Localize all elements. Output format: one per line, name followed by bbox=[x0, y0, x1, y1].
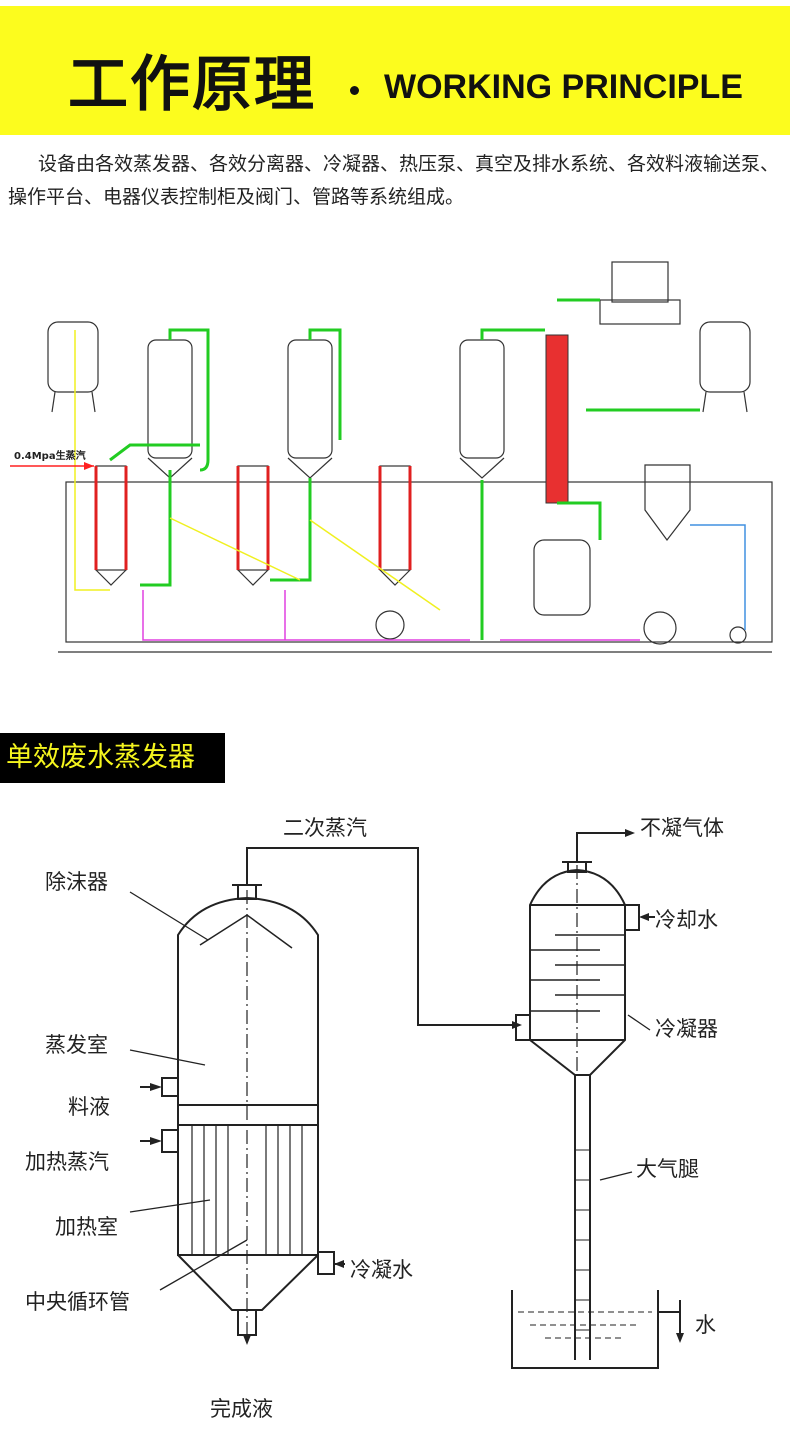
arrow-icon bbox=[150, 1083, 162, 1091]
arrow-icon bbox=[334, 1260, 344, 1268]
arrow-icon bbox=[625, 829, 635, 837]
arrow-icon bbox=[676, 1333, 684, 1343]
label-feed: 料液 bbox=[68, 1095, 110, 1119]
surface-condenser bbox=[545, 334, 569, 504]
condensate-receiver bbox=[533, 539, 591, 616]
title-separator-dot bbox=[350, 86, 359, 95]
crystallizer bbox=[644, 464, 691, 542]
separators bbox=[147, 339, 505, 479]
evaporators bbox=[95, 465, 411, 586]
bottom-cone bbox=[177, 1254, 319, 1311]
steam-inlet-label: 0.4Mpa生蒸汽 bbox=[14, 449, 86, 462]
header-banner: 工作原理 WORKING PRINCIPLE bbox=[0, 6, 790, 135]
label-water: 水 bbox=[695, 1313, 716, 1337]
single-effect-evaporator-diagram bbox=[129, 829, 684, 1369]
feed-tank bbox=[47, 321, 99, 393]
label-secondary-steam: 二次蒸汽 bbox=[283, 816, 367, 840]
arrow-icon bbox=[84, 462, 94, 470]
label-noncondensable-gas: 不凝气体 bbox=[640, 816, 724, 840]
intro-paragraph: 设备由各效蒸发器、各效分离器、冷凝器、热压泵、真空及排水系统、各效料液输送泵、操… bbox=[8, 153, 780, 208]
heating-chamber bbox=[177, 1124, 319, 1256]
label-heating-steam: 加热蒸汽 bbox=[25, 1150, 109, 1174]
section-label: 单效废水蒸发器 bbox=[0, 733, 225, 783]
arrow-icon bbox=[512, 1021, 522, 1029]
label-demister: 除沫器 bbox=[45, 870, 108, 894]
product-tank bbox=[699, 321, 751, 393]
title-english: WORKING PRINCIPLE bbox=[384, 68, 743, 106]
multi-effect-process-diagram: 0.4Mpa生蒸汽 bbox=[10, 261, 773, 653]
centrifuge bbox=[643, 611, 677, 645]
label-central-circulation-tube: 中央循环管 bbox=[25, 1290, 130, 1314]
secondary-steam-pipe bbox=[246, 847, 512, 1026]
label-condensate: 冷凝水 bbox=[350, 1258, 413, 1282]
label-condenser: 冷凝器 bbox=[655, 1017, 718, 1041]
pump-2 bbox=[729, 626, 747, 644]
label-cooling-water: 冷却水 bbox=[655, 908, 718, 932]
pump bbox=[375, 610, 405, 640]
arrow-icon bbox=[243, 1335, 251, 1345]
seal-tank bbox=[511, 1290, 659, 1369]
cooling-tower bbox=[611, 261, 669, 303]
label-product: 完成液 bbox=[210, 1397, 273, 1421]
arrow-icon bbox=[150, 1137, 162, 1145]
label-heating-chamber: 加热室 bbox=[55, 1215, 118, 1239]
label-barometric-leg: 大气腿 bbox=[636, 1157, 699, 1181]
label-evaporation-chamber: 蒸发室 bbox=[45, 1033, 108, 1057]
title-chinese: 工作原理 bbox=[68, 50, 316, 120]
evaporator-shell bbox=[177, 896, 319, 1105]
platform-frame bbox=[65, 481, 773, 643]
arrow-icon bbox=[639, 913, 649, 921]
demister bbox=[199, 914, 293, 949]
